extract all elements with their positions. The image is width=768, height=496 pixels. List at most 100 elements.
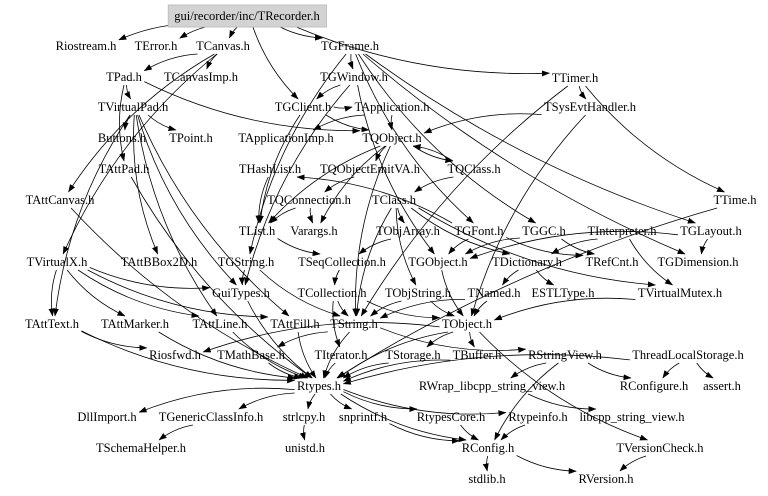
graph-node[interactable]: TTime.h [714, 193, 758, 207]
graph-node[interactable]: TObjString.h [385, 286, 452, 300]
graph-node[interactable]: TVirtualPad.h [98, 100, 169, 114]
node-label: Riostream.h [56, 39, 118, 53]
edge-TSeqCollection-to-TCollection [332, 269, 340, 286]
graph-node[interactable]: TAttMarker.h [101, 317, 170, 331]
node-label: TCollection.h [297, 286, 367, 300]
graph-node[interactable]: stdlib.h [468, 472, 506, 486]
graph-node[interactable]: TDictionary.h [492, 255, 562, 269]
graph-node[interactable]: TClass.h [372, 193, 417, 207]
edge-RConfig-to-stdlib [482, 455, 489, 472]
graph-node[interactable]: TGFont.h [455, 224, 505, 238]
graph-node[interactable]: TMathBase.h [217, 348, 285, 362]
graph-node[interactable]: Rtypeinfo.h [508, 410, 568, 424]
graph-node[interactable]: DllImport.h [77, 410, 137, 424]
graph-node[interactable]: strlcpy.h [283, 410, 326, 424]
graph-node[interactable]: TGObject.h [408, 255, 468, 269]
edge-TObject-to-TVersionCheck [479, 331, 648, 441]
edge-TGObject-to-TObject [441, 269, 464, 317]
graph-node[interactable]: TObject.h [442, 317, 493, 331]
graph-node[interactable]: TAttPad.h [99, 162, 150, 176]
edge-TList-to-TSeqCollection [277, 238, 321, 257]
graph-node[interactable]: TCanvasImp.h [164, 70, 239, 84]
graph-node[interactable]: RWrap_libcpp_string_view.h [419, 379, 566, 393]
graph-node[interactable]: TTimer.h [552, 71, 599, 85]
graph-node[interactable]: TBuffer.h [453, 348, 502, 362]
graph-node[interactable]: RVersion.h [579, 472, 635, 486]
graph-node[interactable]: TCollection.h [297, 286, 367, 300]
graph-node[interactable]: TError.h [135, 39, 178, 53]
graph-node[interactable]: TAttCanvas.h [26, 193, 96, 207]
graph-node[interactable]: libcpp_string_view.h [579, 410, 685, 424]
graph-node[interactable]: TPoint.h [169, 131, 213, 145]
graph-node[interactable]: TVirtualMutex.h [638, 286, 723, 300]
graph-node[interactable]: RConfig.h [462, 441, 515, 455]
edge-TQClass-to-TQObject [412, 143, 454, 162]
graph-node[interactable]: TQObjectEmitVA.h [320, 162, 421, 176]
graph-node[interactable]: TGClient.h [275, 100, 332, 114]
graph-node[interactable]: TAttText.h [25, 317, 80, 331]
graph-node[interactable]: TVirtualX.h [27, 255, 88, 269]
edge-TClass-to-TString [354, 207, 392, 317]
edges [48, 23, 725, 475]
graph-node[interactable]: ESTLType.h [532, 286, 596, 300]
graph-node[interactable]: unistd.h [285, 441, 326, 455]
graph-node[interactable]: TPad.h [106, 70, 143, 84]
graph-node[interactable]: TApplicationImp.h [238, 131, 334, 145]
node-label: strlcpy.h [283, 410, 326, 424]
graph-node[interactable]: Rtypes.h [297, 379, 342, 393]
graph-node[interactable]: TApplication.h [354, 100, 430, 114]
graph-node[interactable]: snprintf.h [339, 410, 388, 424]
node-label: TSchemaHelper.h [96, 441, 187, 455]
graph-node[interactable]: TObjArray.h [376, 224, 441, 238]
edge-Rtypes-to-RConfig [340, 393, 467, 443]
graph-node[interactable]: TNamed.h [467, 286, 521, 300]
graph-node[interactable]: TGString.h [218, 255, 275, 269]
graph-node[interactable]: TGWindow.h [320, 70, 389, 84]
graph-node[interactable]: RtypesCore.h [417, 410, 486, 424]
graph-node[interactable]: RConfigure.h [620, 379, 689, 393]
graph-node[interactable]: TVersionCheck.h [616, 441, 704, 455]
edge-TStorage-to-Rtypes [342, 362, 389, 379]
graph-node[interactable]: Buttons.h [98, 131, 147, 145]
graph-node[interactable]: GuiTypes.h [212, 286, 271, 300]
graph-node[interactable]: ThreadLocalStorage.h [632, 348, 744, 362]
graph-node[interactable]: TString.h [330, 317, 378, 331]
node-label: TGenericClassInfo.h [159, 410, 264, 424]
graph-node[interactable]: TInterpreter.h [587, 224, 657, 238]
graph-node[interactable]: TAttFill.h [270, 317, 320, 331]
graph-node[interactable]: THashList.h [239, 162, 302, 176]
graph-node[interactable]: TGFrame.h [321, 39, 380, 53]
graph-node[interactable]: TGDimension.h [658, 255, 740, 269]
node-label: DllImport.h [77, 410, 137, 424]
node-label: THashList.h [239, 162, 302, 176]
graph-node[interactable]: RStringView.h [528, 348, 603, 362]
graph-node[interactable]: TQObject.h [362, 131, 422, 145]
node-label: RtypesCore.h [417, 410, 486, 424]
graph-node[interactable]: Riosfwd.h [149, 348, 201, 362]
graph-node[interactable]: TCanvas.h [196, 39, 251, 53]
graph-node[interactable]: TIterator.h [314, 348, 368, 362]
graph-node[interactable]: TAttBBox2D.h [121, 255, 198, 269]
graph-node[interactable]: assert.h [703, 379, 742, 393]
graph-node[interactable]: TQConnection.h [267, 193, 351, 207]
graph-node[interactable]: Riostream.h [56, 39, 118, 53]
edge-Rtypes-to-Rtypeinfo [343, 389, 507, 417]
graph-node[interactable]: TList.h [239, 224, 276, 238]
edge-TGGC-to-TGObject [464, 237, 520, 255]
root-node[interactable]: gui/recorder/inc/TRecorder.h [167, 4, 327, 28]
graph-node[interactable]: TSchemaHelper.h [96, 441, 187, 455]
edge-TPad-to-TVirtualPad [124, 84, 131, 100]
graph-node[interactable]: TSysEvtHandler.h [544, 100, 637, 114]
node-label: TGClient.h [275, 100, 332, 114]
graph-node[interactable]: TGLayout.h [680, 224, 742, 238]
edge-TVirtualX-to-TAttLine [77, 269, 200, 319]
graph-node[interactable]: TQClass.h [447, 162, 501, 176]
graph-node[interactable]: TRefCnt.h [585, 255, 639, 269]
graph-node[interactable]: TAttLine.h [193, 317, 249, 331]
graph-node[interactable]: TGGC.h [522, 224, 566, 238]
edge-TObject-to-TBuffer [467, 331, 475, 348]
graph-node[interactable]: TSeqCollection.h [298, 255, 387, 269]
graph-node[interactable]: Varargs.h [290, 224, 338, 238]
graph-node[interactable]: TGenericClassInfo.h [159, 410, 264, 424]
graph-node[interactable]: TStorage.h [385, 348, 441, 362]
